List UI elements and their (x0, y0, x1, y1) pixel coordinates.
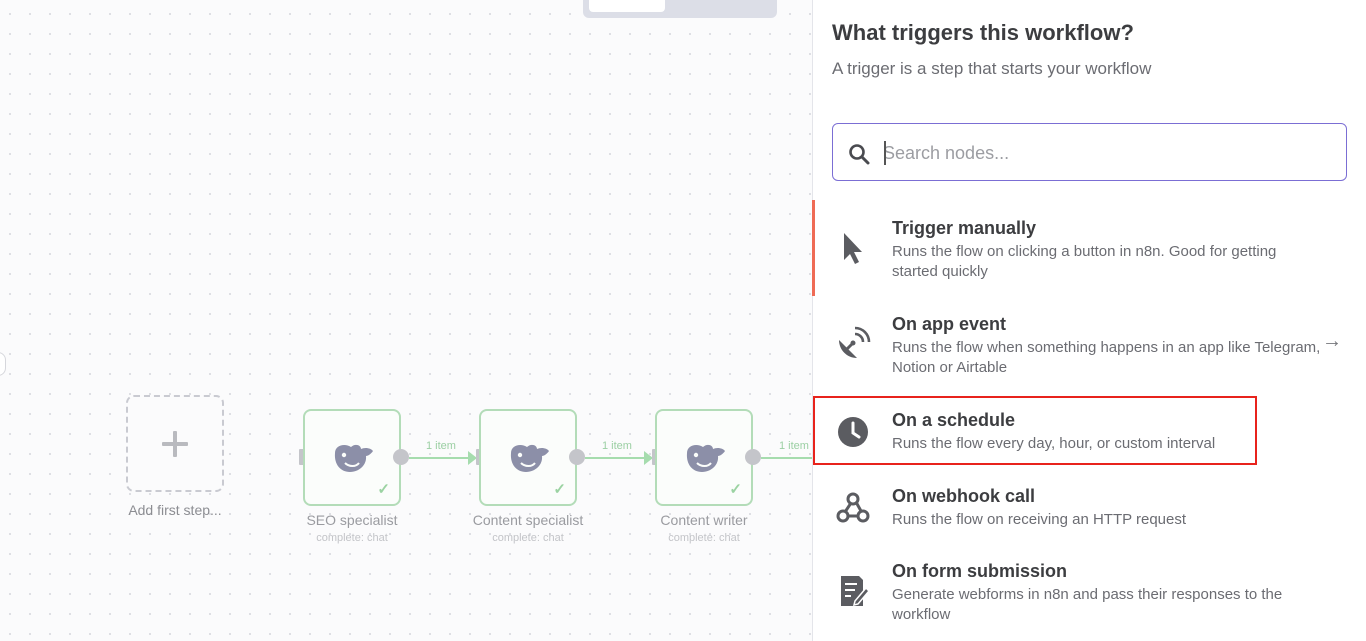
connection-edge[interactable] (585, 457, 647, 459)
trigger-item-schedule[interactable]: On a schedule Runs the flow every day, h… (813, 392, 1366, 488)
workflow-node-content-specialist[interactable]: ✓ (479, 409, 577, 506)
panel-title: What triggers this workflow? (832, 20, 1134, 45)
success-check-icon: ✓ (377, 481, 390, 498)
trigger-item-description: Runs the flow on receiving an HTTP reque… (892, 511, 1187, 528)
connection-arrow-icon (644, 451, 653, 465)
node-subtitle: complete: chat (316, 532, 388, 544)
satellite-dish-icon (839, 326, 871, 358)
trigger-item-description: Generate webforms in n8n and pass their … (892, 586, 1283, 623)
node-title: SEO specialist (306, 512, 398, 528)
trigger-item-webhook[interactable]: On webhook call Runs the flow on receivi… (813, 468, 1366, 564)
success-check-icon: ✓ (553, 481, 566, 498)
text-caret (884, 141, 886, 165)
node-input-port[interactable] (299, 449, 306, 465)
canvas-mode-toggle-active-segment[interactable] (589, 0, 665, 12)
trigger-item-title: On app event (892, 314, 1007, 334)
plus-icon (162, 430, 188, 457)
add-first-step-button[interactable] (126, 395, 224, 492)
deepseek-whale-icon (334, 444, 373, 472)
trigger-item-description: Runs the flow when something happens in … (892, 339, 1321, 376)
trigger-item-title: Trigger manually (892, 218, 1037, 238)
trigger-item-form[interactable]: On form submission Generate webforms in … (813, 543, 1366, 639)
trigger-item-app-event[interactable]: On app event Runs the flow when somethin… (813, 296, 1366, 392)
cursor-icon (844, 233, 862, 264)
trigger-item-title: On a schedule (892, 410, 1016, 430)
success-check-icon: ✓ (729, 481, 742, 498)
active-item-accent (812, 200, 815, 296)
trigger-item-description: Runs the flow on clicking a button in n8… (892, 243, 1277, 280)
node-subtitle: complete: chat (492, 532, 564, 544)
webhook-icon (836, 492, 870, 523)
node-output-port[interactable] (393, 449, 409, 465)
canvas-mode-toggle[interactable] (583, 0, 777, 18)
workflow-canvas[interactable]: Add first step... ✓ 1 item SEO specialis… (0, 0, 812, 641)
search-input[interactable] (883, 138, 1323, 168)
sidebar-expand-button[interactable] (0, 352, 6, 376)
edge-item-count: 1 item (602, 440, 632, 452)
node-title: Content specialist (472, 512, 584, 528)
trigger-item-title: On form submission (892, 561, 1068, 581)
arrow-right-icon[interactable]: → (1322, 330, 1342, 352)
trigger-item-manual[interactable]: Trigger manually Runs the flow on clicki… (812, 200, 1366, 296)
edge-item-count: 1 item (426, 440, 456, 452)
search-box[interactable] (832, 123, 1347, 181)
panel-subtitle: A trigger is a step that starts your wor… (832, 59, 1152, 78)
add-first-step-label: Add first step... (128, 502, 222, 518)
deepseek-whale-icon (510, 444, 549, 472)
node-output-port[interactable] (745, 449, 761, 465)
trigger-item-description: Runs the flow every day, hour, or custom… (892, 435, 1216, 452)
node-output-port[interactable] (569, 449, 585, 465)
node-subtitle: complete: chat (668, 532, 740, 544)
edge-item-count: 1 item (779, 440, 809, 452)
form-icon (841, 576, 871, 607)
node-title: Content writer (660, 512, 748, 528)
connection-arrow-icon (468, 451, 477, 465)
workflow-node-content-writer[interactable]: ✓ (655, 409, 753, 506)
node-creator-panel: What triggers this workflow? A trigger i… (812, 0, 1366, 641)
connection-edge[interactable] (409, 457, 471, 459)
deepseek-whale-icon (686, 444, 725, 472)
clock-icon (838, 417, 868, 447)
connection-edge[interactable] (761, 457, 812, 459)
search-icon (849, 144, 870, 165)
trigger-item-title: On webhook call (892, 486, 1036, 506)
workflow-node-seo-specialist[interactable]: ✓ (303, 409, 401, 506)
